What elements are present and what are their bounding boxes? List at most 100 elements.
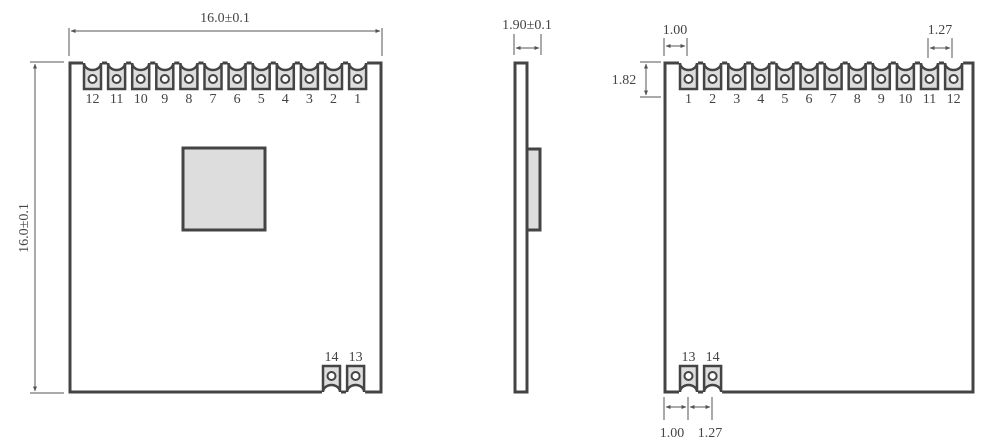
pin-pad: 1: [347, 61, 368, 107]
pin-number: 7: [830, 92, 837, 107]
pin-hole-icon: [280, 74, 291, 84]
pin-hole-icon: [159, 74, 170, 84]
pin-number: 11: [110, 92, 123, 107]
pin-number: 13: [682, 350, 696, 365]
pin-hole-icon: [232, 74, 243, 84]
pin-hole-icon: [852, 74, 863, 84]
pin-pad: 1: [678, 61, 699, 107]
pin-number: 10: [898, 92, 912, 107]
pin-pad: 4: [751, 61, 771, 107]
pin-pad: 7: [203, 61, 223, 107]
pin-pad: 8: [179, 61, 199, 107]
pin-hole-icon: [326, 371, 337, 381]
pin-pad: 11: [919, 61, 940, 107]
pin-pad: 2: [702, 61, 723, 107]
pin-hole-icon: [804, 74, 814, 84]
pin-hole-icon: [683, 371, 694, 381]
pin-number: 2: [330, 92, 337, 107]
pin-pitch-dimension: 1.27: [927, 23, 953, 58]
width-dimension: 16.0±0.1: [68, 11, 383, 56]
pin-number: 11: [923, 92, 936, 107]
pin-pad: 2: [323, 61, 344, 107]
pin-hole-icon: [683, 74, 694, 84]
pin-hole-icon: [111, 74, 122, 84]
pin-pitch-label: 1.27: [928, 23, 953, 38]
pin-hole-icon: [350, 371, 361, 381]
pin-pad: 13: [678, 350, 699, 394]
pin-pad: 12: [943, 61, 964, 107]
pin-pad: 10: [895, 61, 916, 107]
shield-side-profile: [525, 147, 542, 232]
pcb-side-profile: [513, 61, 529, 394]
pin-number: 1: [354, 92, 361, 107]
pin-pad: 9: [155, 61, 175, 107]
side-view: 1.90±0.1: [502, 18, 552, 394]
pin-number: 6: [234, 92, 241, 107]
pin-hole-icon: [256, 74, 267, 84]
pin-number: 13: [349, 350, 363, 365]
pin-pad: 9: [871, 61, 892, 107]
top-pin-row: 12 11 10 9 8 7 6 5 4 3 2 1: [82, 61, 368, 107]
pin-number: 12: [86, 92, 100, 107]
edge-to-pin-dimension: 1.00: [663, 23, 688, 56]
pin-number: 9: [161, 92, 168, 107]
pad-length-label: 1.82: [612, 73, 637, 88]
pin-pad: 6: [799, 61, 819, 107]
pin-number: 5: [258, 92, 265, 107]
pin-pad: 8: [847, 61, 867, 107]
pad-length-dimension: 1.82: [612, 61, 661, 98]
pin-pad: 3: [299, 61, 320, 107]
pin-number: 8: [185, 92, 192, 107]
pin-number: 2: [709, 92, 716, 107]
pin-number: 1: [685, 92, 692, 107]
pin-hole-icon: [924, 74, 935, 84]
height-dimension: 16.0±0.1: [17, 61, 64, 394]
pin-pad: 5: [775, 61, 795, 107]
pin-number: 8: [854, 92, 861, 107]
pin-pad: 4: [275, 61, 296, 107]
pin-hole-icon: [900, 74, 911, 84]
pin-hole-icon: [183, 74, 194, 84]
pin-number: 7: [210, 92, 217, 107]
pin-pad: 10: [130, 61, 151, 107]
pin-number: 14: [325, 350, 339, 365]
pin-hole-icon: [707, 74, 718, 84]
pin-number: 10: [134, 92, 148, 107]
pin-pad: 12: [82, 61, 103, 107]
module-board-outline: [68, 61, 383, 394]
pin-pad: 13: [345, 350, 366, 394]
pin-number: 5: [781, 92, 788, 107]
pin-hole-icon: [707, 371, 718, 381]
pin-pad: 14: [321, 350, 342, 394]
pin-number: 4: [757, 92, 764, 107]
pin-hole-icon: [948, 74, 959, 84]
pin-number: 6: [806, 92, 813, 107]
pin-number: 12: [947, 92, 961, 107]
bottom-pin-row: 14 13: [321, 350, 366, 394]
pin-hole-icon: [304, 74, 315, 84]
pin-hole-icon: [87, 74, 98, 84]
pin-pad: 3: [726, 61, 747, 107]
height-dimension-label: 16.0±0.1: [17, 203, 32, 253]
pin-pad: 11: [106, 61, 127, 107]
width-dimension-label: 16.0±0.1: [200, 11, 250, 26]
bottom-edge-label: 1.00: [660, 426, 685, 441]
top-view: 16.0±0.1 16.0±0.1 12 11 10 9 8 7 6 5 4 3 2 1 14 13: [17, 11, 383, 394]
pin-hole-icon: [828, 74, 839, 84]
pin-hole-icon: [208, 74, 218, 84]
pin-number: 9: [878, 92, 885, 107]
module-board-outline-bottom: [663, 61, 975, 394]
pin-number: 3: [306, 92, 313, 107]
pin-pad: 7: [823, 61, 843, 107]
pin-hole-icon: [779, 74, 790, 84]
pin-hole-icon: [135, 74, 146, 84]
edge-to-pin-label: 1.00: [663, 23, 688, 38]
pin-hole-icon: [731, 74, 742, 84]
bottom-pitch-label: 1.27: [698, 426, 723, 441]
pin-number: 4: [282, 92, 289, 107]
pin-number: 3: [733, 92, 740, 107]
